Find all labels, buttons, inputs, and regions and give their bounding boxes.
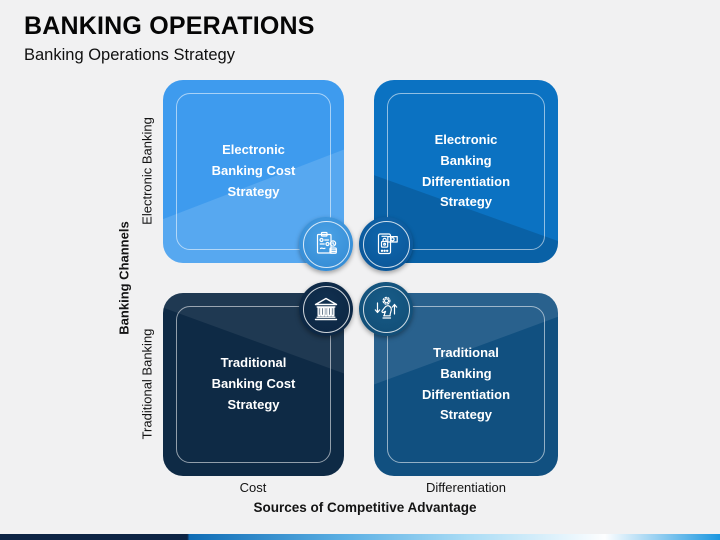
row-label-traditional-banking: Traditional Banking [139,328,155,440]
col-label-differentiation: Differentiation [426,480,506,495]
col-label-cost: Cost [239,480,267,495]
y-axis-title: Banking Channels [116,221,132,335]
page-subtitle: Banking Operations Strategy [24,46,235,64]
page-title: BANKING OPERATIONS [24,12,315,40]
chess-knight-arrows-icon [359,282,413,336]
x-axis-title: Sources of Competitive Advantage [253,500,477,515]
quadrant-label: Electronic Banking Differentiation Strat… [421,131,511,210]
row-label-electronic-banking: Electronic Banking [139,117,155,225]
quadrant-label: Traditional Banking Cost Strategy [211,355,296,412]
quadrant-label: Traditional Banking Differentiation Stra… [421,344,511,423]
quadrant-label: Electronic Banking Cost Strategy [211,142,296,199]
bank-building-icon [299,282,353,336]
footer-accent-bar [0,533,720,540]
mobile-payment-lock-icon [359,217,413,271]
clipboard-coins-icon [299,217,353,271]
